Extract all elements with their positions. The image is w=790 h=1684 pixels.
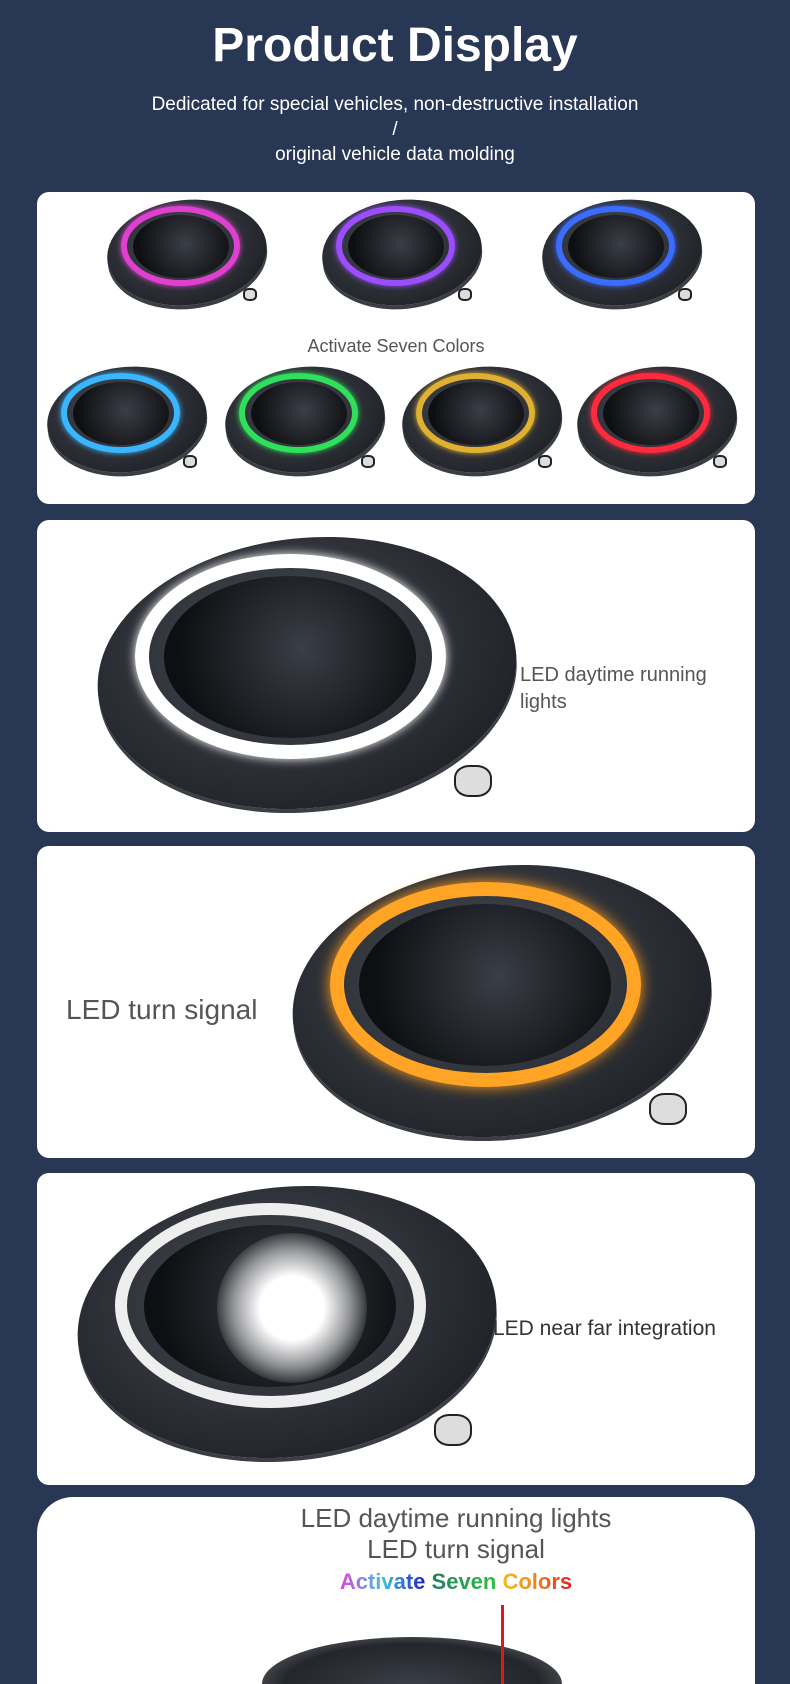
headlight-color-2-image — [316, 191, 488, 314]
lamp-lens — [567, 214, 664, 278]
lamp-ring — [336, 206, 455, 287]
lamp-bolt — [183, 455, 198, 468]
rainbow-word-activate: Activate — [339, 1569, 426, 1594]
drl-label-line1: LED daytime running — [520, 664, 707, 686]
beam-label: LED near far integration — [493, 1317, 716, 1340]
seven-colors-card: Activate Seven Colors — [37, 191, 755, 504]
lamp-ring — [239, 373, 358, 454]
rainbow-word-colors: Colors — [502, 1569, 573, 1594]
lamp-ring — [591, 373, 710, 454]
lamp-bolt — [678, 288, 693, 301]
summary-line2: LED turn signal — [367, 1534, 545, 1564]
lamp-ring — [416, 373, 535, 454]
lamp-lens — [132, 214, 229, 278]
headlight-turn-image — [279, 844, 725, 1158]
seven-colors-label: Activate Seven Colors — [307, 336, 485, 356]
lamp-ring — [556, 206, 675, 287]
headlight-drl-image — [84, 516, 530, 830]
headlight-color-3-image — [536, 191, 708, 314]
lamp-bolt — [458, 288, 473, 301]
summary-line1: LED daytime running lights — [300, 1503, 612, 1533]
headlight-color-6-image — [396, 358, 568, 481]
lamp-lens — [347, 214, 444, 278]
lamp-ring — [61, 373, 180, 454]
headlight-color-1-image — [101, 191, 273, 314]
lamp-bolt — [713, 455, 728, 468]
lamp-lens — [427, 381, 524, 445]
drl-label-line2: lights — [520, 691, 567, 713]
summary-card: LED daytime running lights LED turn sign… — [37, 1497, 755, 1684]
beam-card: LED near far integration — [37, 1165, 755, 1485]
headlight-color-4-image — [41, 358, 213, 481]
beam-flash — [217, 1233, 367, 1383]
lamp-lens — [250, 381, 347, 445]
drl-label: LED daytime running lights — [520, 662, 707, 716]
headlight-color-7-image — [571, 358, 743, 481]
turn-signal-label: LED turn signal — [66, 994, 258, 1025]
page-title: Product Display — [212, 19, 578, 72]
lamp-bolt — [538, 455, 553, 468]
drl-card: LED daytime running lights — [37, 516, 755, 832]
lamp-lens — [602, 381, 699, 445]
turn-signal-card: LED turn signal — [37, 844, 755, 1158]
subtitle-separator: / — [392, 119, 398, 140]
subtitle-line2: original vehicle data molding — [275, 144, 515, 165]
headlight-color-5-image — [219, 358, 391, 481]
page-subtitle: Dedicated for special vehicles, non-dest… — [0, 92, 790, 167]
lamp-bolt — [243, 288, 258, 301]
subtitle-line1: Dedicated for special vehicles, non-dest… — [151, 94, 639, 115]
lamp-lens — [72, 381, 169, 445]
lamp-ring — [121, 206, 240, 287]
headlight-summary-image — [262, 1637, 562, 1684]
lamp-bolt — [361, 455, 376, 468]
summary-rainbow-label: Activate Seven Colors — [37, 1569, 755, 1595]
pointer-line — [501, 1605, 504, 1684]
rainbow-word-seven: Seven — [431, 1569, 497, 1594]
